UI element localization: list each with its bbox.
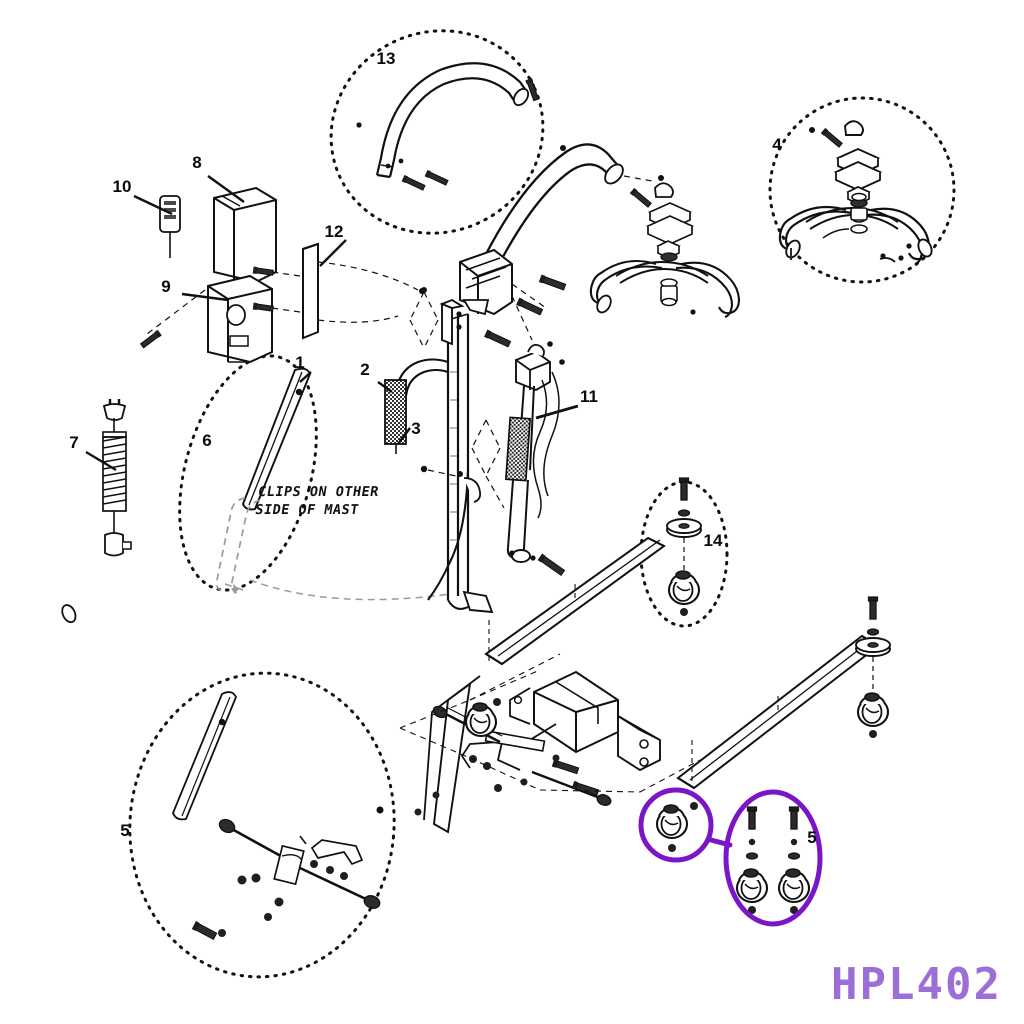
callout-11: 11 [580, 387, 598, 406]
callout-4: 4 [772, 135, 782, 154]
callout-10: 10 [113, 177, 132, 196]
caster-highlighted-single [655, 802, 698, 852]
caster-front-left [464, 698, 501, 738]
part-mounting-plate [252, 242, 425, 340]
caster-rear-right-parts [855, 596, 891, 738]
callout-8: 8 [192, 153, 201, 172]
callout-12: 12 [325, 222, 344, 241]
detail-bubble-4 [768, 96, 956, 284]
callout-numbers: 1 2 3 4 5 5 6 7 8 9 10 11 12 13 14 [69, 49, 816, 847]
highlight-annotation [638, 787, 823, 927]
part-curved-handle [356, 62, 540, 191]
callout-6: 6 [202, 431, 211, 450]
callout-5-left: 5 [120, 821, 129, 840]
caster-pair-detail [735, 806, 811, 914]
callout-13: 13 [377, 49, 396, 68]
callout-3: 3 [411, 419, 420, 438]
part-hand-pendant [159, 195, 181, 258]
part-spreader-bar-detail [778, 120, 933, 266]
detail-bubble-6 [178, 354, 318, 592]
part-control-box [139, 274, 273, 364]
part-battery-pack [213, 186, 277, 284]
note-line-2: SIDE OF MAST [254, 502, 360, 518]
watermark-hpl402: HPL402 [831, 959, 1002, 1010]
callout-5-right: 5 [807, 828, 816, 847]
caster-detail-14-parts [666, 477, 702, 616]
callout-14: 14 [704, 531, 723, 550]
part-power-cord [102, 399, 132, 557]
callout-9: 9 [161, 277, 170, 296]
callout-7: 7 [69, 433, 78, 452]
part-base-hardware-detail [172, 691, 384, 941]
part-main-mast-and-boom [61, 143, 741, 624]
note-line-1: CLIPS ON OTHER [257, 484, 381, 500]
part-base-frame [399, 536, 880, 834]
part-release-rod-detail [215, 367, 451, 601]
callout-1: 1 [295, 353, 304, 372]
callout-2: 2 [360, 360, 369, 379]
callout-leader-lines [85, 175, 579, 472]
detail-bubble-5 [128, 671, 396, 979]
mast-clip-note: CLIPS ON OTHER SIDE OF MAST [254, 484, 380, 518]
